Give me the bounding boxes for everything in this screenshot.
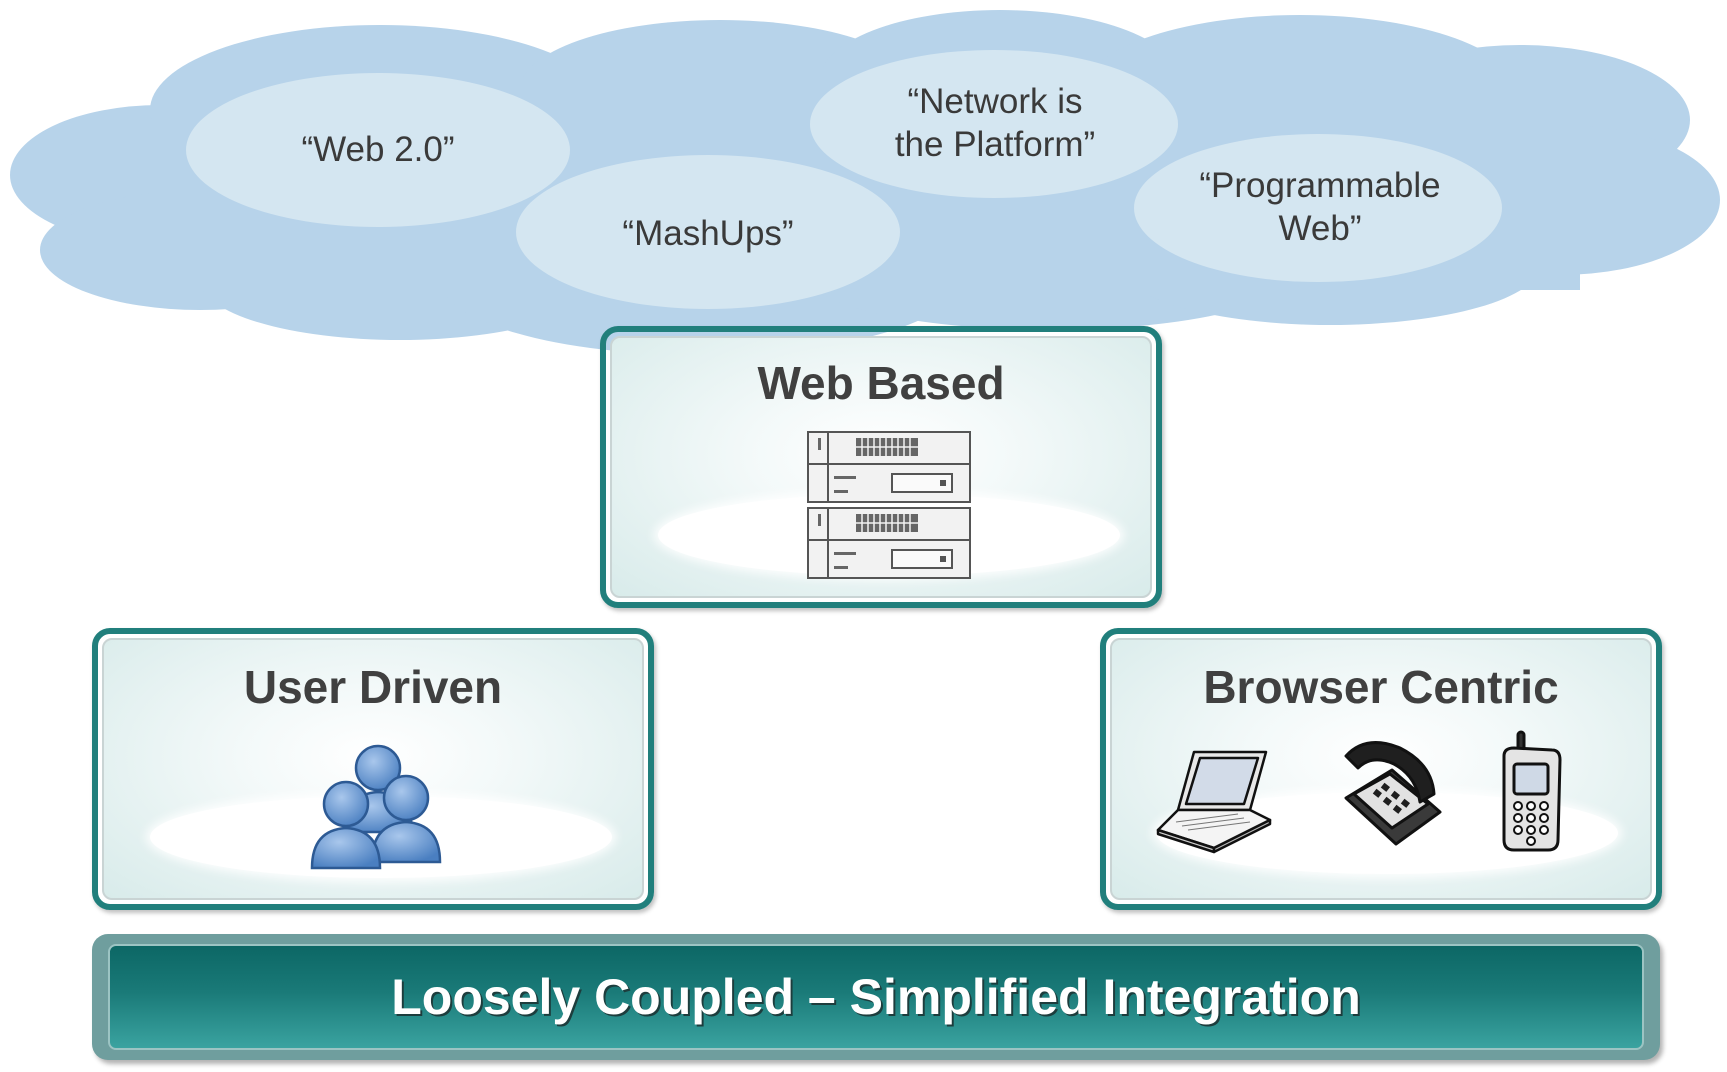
laptop-icon: [1154, 744, 1278, 854]
mashups-text: “MashUps”: [622, 214, 794, 253]
web20-text: “Web 2.0”: [301, 130, 455, 169]
browser-centric-card: Browser Centric: [1100, 628, 1662, 910]
user-driven-card: User Driven: [92, 628, 654, 910]
bubble-label-programmable: “Programmable Web”: [1170, 164, 1470, 250]
mobile-phone-icon: [1496, 730, 1566, 854]
network-text-line1: “Network is: [907, 82, 1083, 121]
bubble-network: [810, 50, 1178, 198]
programmable-text-line1: “Programmable: [1199, 166, 1441, 205]
cloud-graphic: [0, 0, 1727, 360]
network-text-line2: the Platform”: [894, 125, 1096, 164]
web-based-title: Web Based: [757, 357, 1005, 409]
bubble-label-web20: “Web 2.0”: [228, 128, 528, 171]
browser-centric-title: Browser Centric: [1203, 661, 1559, 713]
user-driven-title: User Driven: [243, 661, 503, 713]
desk-phone-icon: [1336, 736, 1446, 848]
web-based-card: Web Based: [600, 326, 1162, 608]
bubble-mashups: [516, 155, 900, 309]
bubble-label-network: “Network is the Platform”: [840, 80, 1150, 166]
bubble-web20: [186, 73, 570, 227]
programmable-text-line2: Web”: [1278, 209, 1362, 248]
integration-base-text: Loosely Coupled – Simplified Integration: [391, 969, 1361, 1025]
users-group-icon: [308, 742, 448, 872]
cloud-shape: [10, 10, 1720, 355]
bubble-label-mashups: “MashUps”: [558, 212, 858, 255]
bubble-programmable: [1134, 134, 1502, 282]
server-rack-icon: [806, 430, 972, 582]
integration-base-panel: Loosely Coupled – Simplified Integration: [108, 944, 1644, 1050]
integration-base-bar: Loosely Coupled – Simplified Integration: [92, 934, 1660, 1060]
